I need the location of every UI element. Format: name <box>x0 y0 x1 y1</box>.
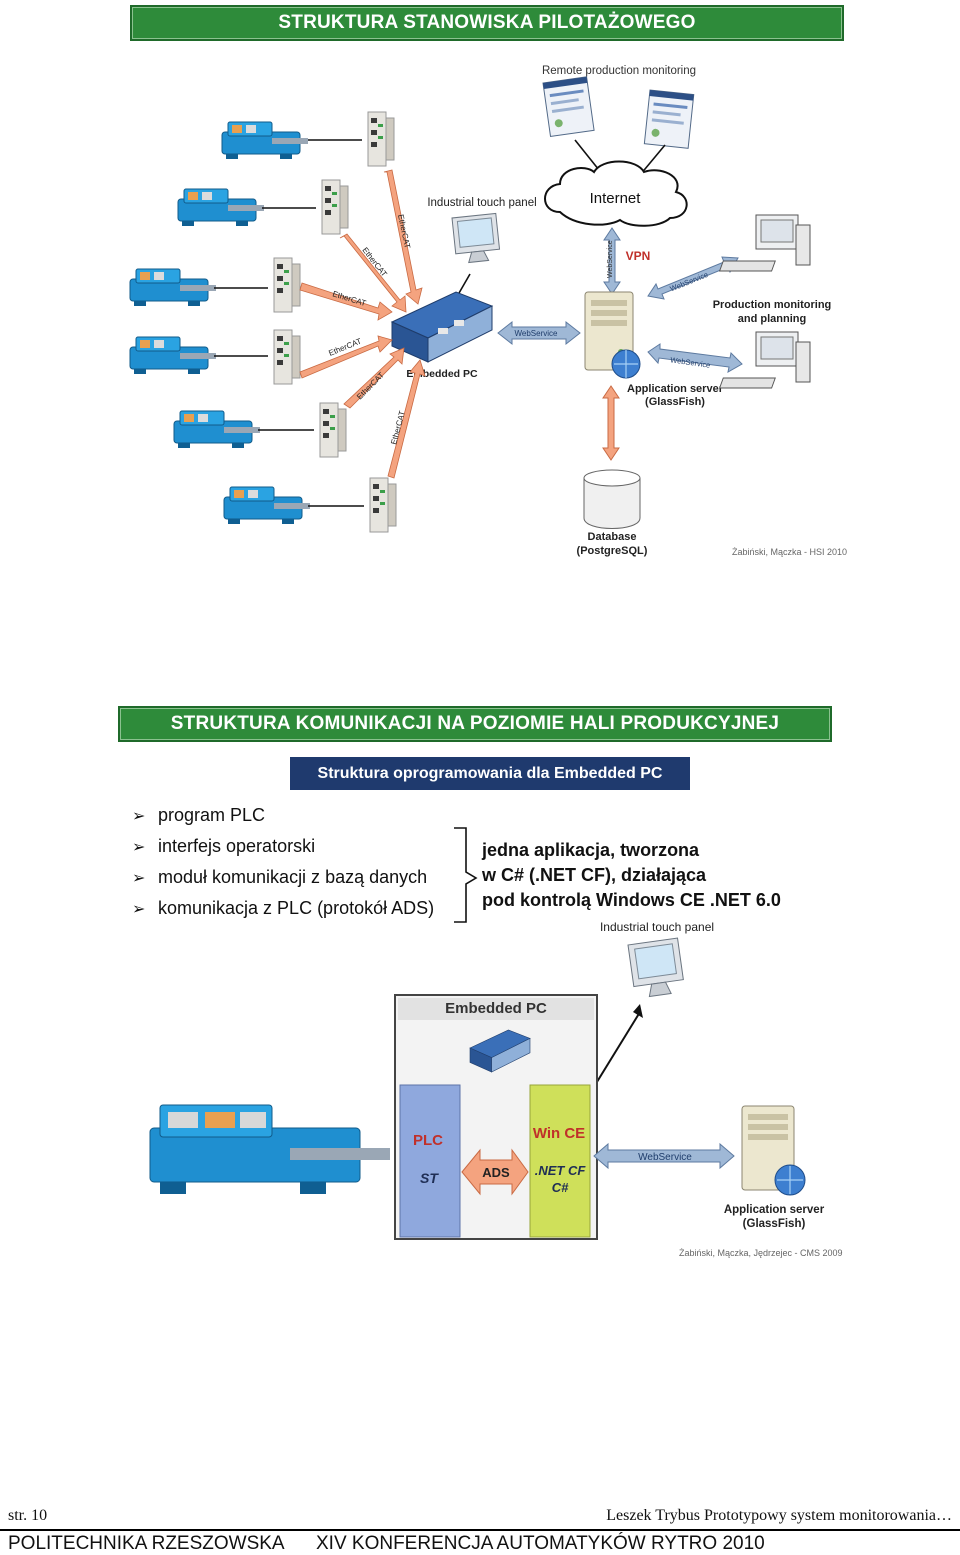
embedded-pc-label: Embedded PC <box>406 368 478 380</box>
bullet-arrow-icon: ➢ <box>132 838 146 856</box>
embedded-pc-icon <box>469 1029 531 1073</box>
svg-text:Application server: Application server <box>627 383 724 395</box>
io-terminal-icon <box>369 477 397 533</box>
svg-text:.NET CF: .NET CF <box>535 1163 587 1178</box>
footer-university: POLITECHNIKA RZESZOWSKA <box>8 1533 285 1554</box>
remote-monitoring-label: Remote production monitoring <box>542 65 696 77</box>
svg-text:Production monitoring: Production monitoring <box>713 299 832 311</box>
list-item: ➢interfejs operatorski <box>132 836 316 856</box>
bullet-arrow-icon: ➢ <box>132 807 146 825</box>
section1-title: STRUKTURA STANOWISKA PILOTAŻOWEGO <box>278 12 696 33</box>
svg-text:EtherCAT: EtherCAT <box>396 214 412 250</box>
bullet-arrow-icon: ➢ <box>132 900 146 918</box>
bracket-icon <box>454 827 478 923</box>
section1-title-banner: STRUKTURA STANOWISKA PILOTAŻOWEGO <box>130 5 844 41</box>
io-terminal-icon <box>273 257 301 313</box>
svg-text:Win CE: Win CE <box>533 1125 585 1142</box>
browser-window-icon <box>643 89 695 149</box>
machine-icon <box>173 410 261 449</box>
footer-author-title: Leszek Trybus Prototypowy system monitor… <box>606 1507 952 1524</box>
io-terminal-icon <box>273 329 301 385</box>
svg-text:C#: C# <box>552 1180 569 1195</box>
section1-credit: Żabiński, Mączka - HSI 2010 <box>732 547 848 557</box>
machine-icon <box>129 336 217 375</box>
section2-subtitle: Struktura oprogramowania dla Embedded PC <box>317 764 663 782</box>
browser-window-icon <box>542 76 595 137</box>
svg-text:WebService: WebService <box>515 329 559 338</box>
plc-column <box>399 1084 461 1238</box>
database-icon <box>583 469 641 529</box>
svg-text:Embedded PC: Embedded PC <box>445 1000 547 1017</box>
svg-text:ADS: ADS <box>482 1165 510 1180</box>
svg-text:Internet: Internet <box>590 190 642 207</box>
machine-icon <box>221 121 309 160</box>
svg-text:Database: Database <box>588 531 637 543</box>
svg-text:(GlassFish): (GlassFish) <box>743 1218 806 1230</box>
svg-text:EtherCAT: EtherCAT <box>355 371 386 402</box>
svg-text:WebService: WebService <box>669 270 710 293</box>
architecture-diagram: Remote production monitoring Internet We… <box>129 65 832 557</box>
cloud-icon: Internet <box>544 160 688 227</box>
list-item: ➢moduł komunikacji z bazą danych <box>132 867 428 887</box>
touch-panel-icon <box>451 212 502 265</box>
wince-column <box>529 1084 591 1238</box>
vpn-label: VPN <box>626 249 651 263</box>
footer-conference: XIV KONFERENCJA AUTOMATYKÓW RYTRO 2010 <box>316 1533 765 1554</box>
svg-text:WebService: WebService <box>607 240 614 278</box>
feature-list: ➢program PLC ➢interfejs operatorski ➢mod… <box>132 800 434 924</box>
touch-panel-icon <box>627 937 684 998</box>
page-number: str. 10 <box>8 1507 48 1524</box>
section2-title: STRUKTURA KOMUNIKACJI NA POZIOMIE HALI P… <box>170 713 780 734</box>
section2-subtitle-banner: Struktura oprogramowania dla Embedded PC <box>290 757 690 790</box>
svg-text:Application server: Application server <box>724 1204 825 1216</box>
touch-panel-label: Industrial touch panel <box>427 197 536 209</box>
machine-icon <box>177 188 265 227</box>
svg-text:PLC: PLC <box>413 1132 443 1149</box>
list-item: ➢komunikacja z PLC (protokół ADS) <box>132 898 435 918</box>
svg-text:and planning: and planning <box>738 313 806 325</box>
io-terminal-icon <box>321 179 349 235</box>
io-terminal-icon <box>319 402 347 458</box>
svg-text:WebService: WebService <box>638 1152 692 1163</box>
page-footer-top: str. 10 Leszek Trybus Prototypowy system… <box>0 1505 960 1531</box>
bullet-arrow-icon: ➢ <box>132 869 146 887</box>
page-footer-bottom: POLITECHNIKA RZESZOWSKA XIV KONFERENCJA … <box>0 1531 960 1555</box>
svg-text:(GlassFish): (GlassFish) <box>645 396 705 408</box>
svg-text:ST: ST <box>420 1170 439 1186</box>
svg-text:Industrial touch panel: Industrial touch panel <box>600 920 714 934</box>
section2-credit: Żabiński, Mączka, Jędrzejec - CMS 2009 <box>679 1248 843 1258</box>
svg-text:(PostgreSQL): (PostgreSQL) <box>577 545 648 557</box>
io-terminal-icon <box>367 111 395 167</box>
workstation-icon <box>718 214 811 272</box>
software-structure-diagram: Industrial touch panel Embedded PC PLC S… <box>149 920 825 1240</box>
list-item: ➢program PLC <box>132 805 266 825</box>
machine-icon <box>223 486 311 525</box>
embedded-pc-icon <box>390 291 494 363</box>
embedded-description: jedna aplikacja, tworzona w C# (.NET CF)… <box>482 840 781 910</box>
machine-icon <box>129 268 217 307</box>
machine-icon <box>149 1104 390 1194</box>
workstation-icon <box>718 331 811 389</box>
section2-title-banner: STRUKTURA KOMUNIKACJI NA POZIOMIE HALI P… <box>118 706 832 742</box>
